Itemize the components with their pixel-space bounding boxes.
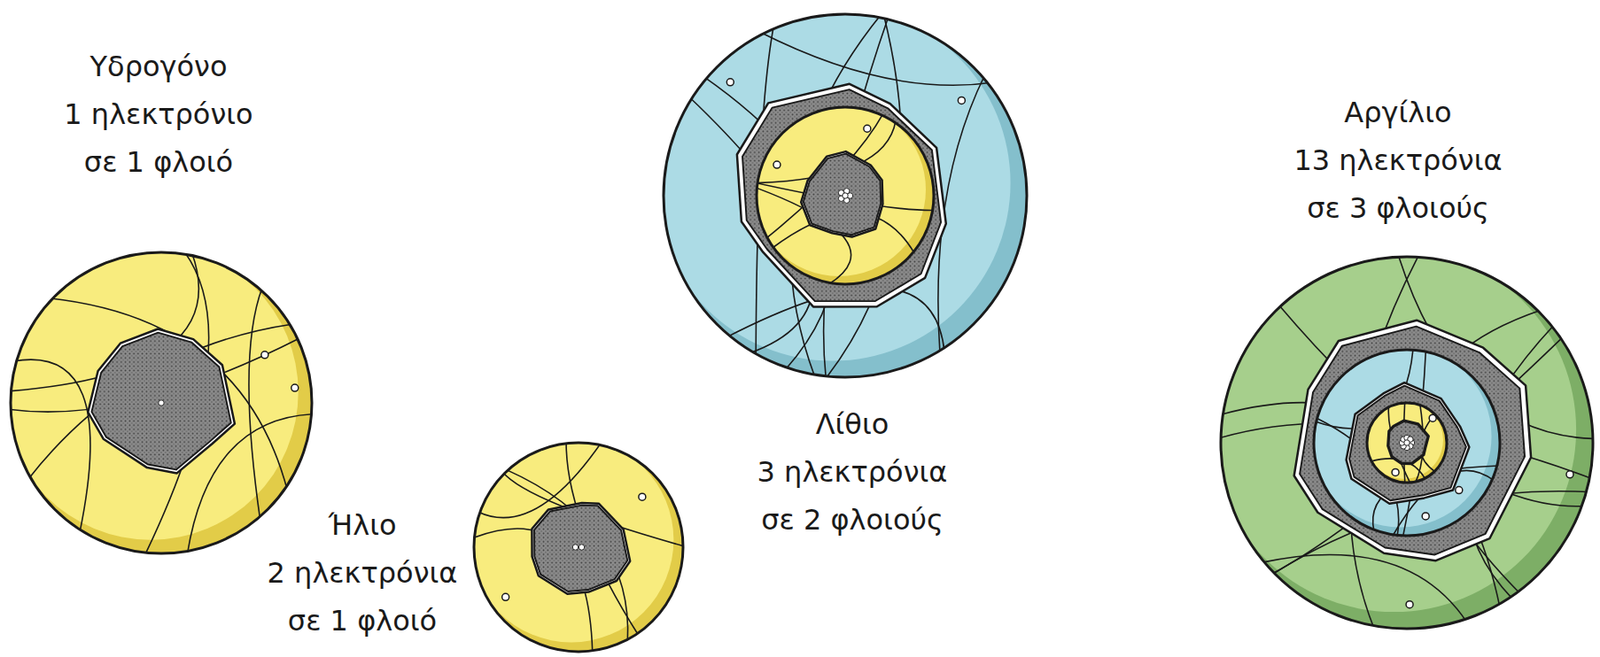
atom-node: Υδρογόνο1 ηλεκτρόνιο σε 1 φλοιό (7, 26, 327, 647)
element-name: Υδρογόνο (90, 42, 228, 91)
electron-count: 3 ηλεκτρόνια σε 2 φλοιούς (756, 448, 949, 544)
element-name: Λίθιο (815, 400, 890, 449)
atom-node: Αργίλιο13 ηλεκτρόνια σε 3 φλοιούς (1204, 79, 1595, 647)
atom-node: Λίθιο3 ηλεκτρόνια σε 2 φλοιούς (655, 7, 1037, 557)
atom-node: Ήλιο2 ηλεκτρόνια σε 1 φλοιό (239, 434, 700, 656)
element-name: Αργίλιο (1343, 88, 1452, 137)
element-name: Ήλιο (327, 501, 397, 550)
electron-count: 2 ηλεκτρόνια σε 1 φλοιό (266, 549, 459, 645)
electron-count: 13 ηλεκτρόνια σε 3 φλοιούς (1292, 136, 1504, 233)
electron-count: 1 ηλεκτρόνιο σε 1 φλοιό (62, 90, 255, 187)
